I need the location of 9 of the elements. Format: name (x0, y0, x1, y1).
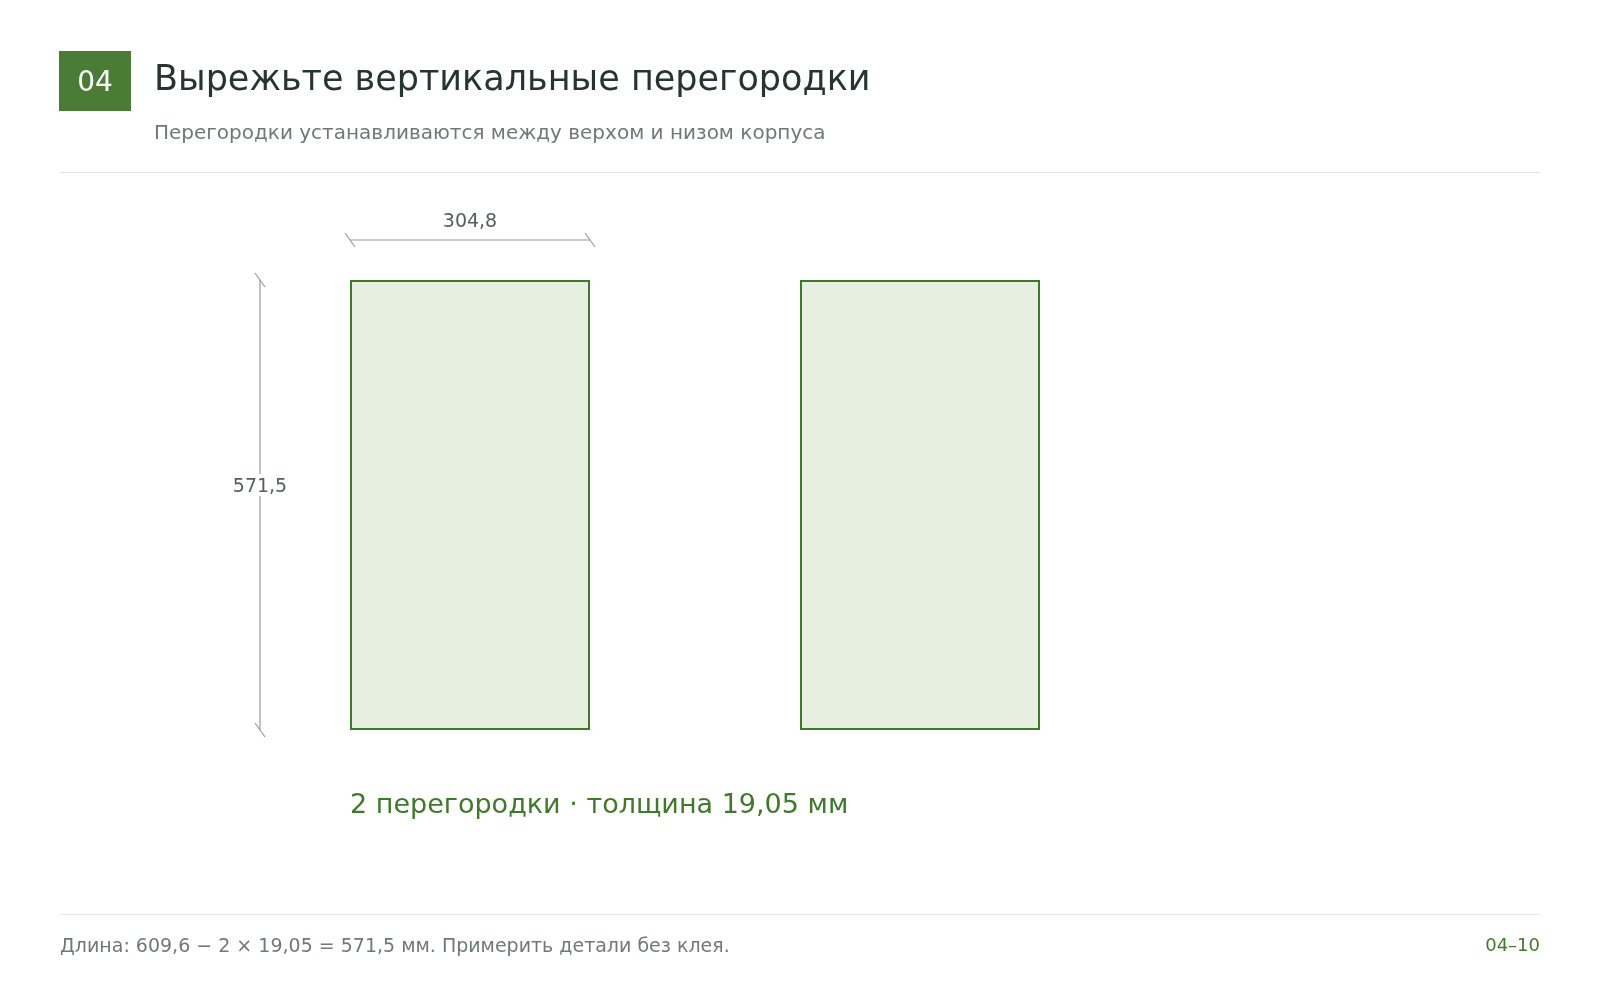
subtitle: Перегородки устанавливаются между верхом и низом корпуса (154, 120, 826, 144)
partition-panel (800, 280, 1040, 730)
caption-text: 2 перегородки · толщина 19,05 мм (350, 788, 849, 819)
step-badge: 04 (59, 51, 131, 111)
dimension-label: 304,8 (441, 209, 499, 231)
title: Вырежьте вертикальные перегородки (154, 58, 871, 98)
page-number: 04–10 (1485, 934, 1540, 955)
partition-panel (350, 280, 590, 730)
footer-note: Длина: 609,6 − 2 × 19,05 = 571,5 мм. Примерить детали без клея. (60, 934, 730, 956)
